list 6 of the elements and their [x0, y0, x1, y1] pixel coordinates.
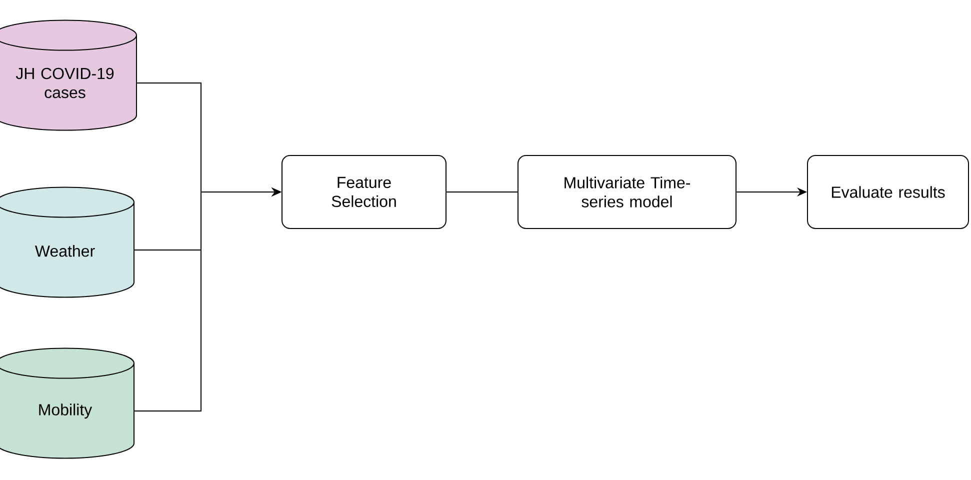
database-cylinder: Mobility: [0, 348, 134, 459]
process-box: Feature Selection: [282, 155, 446, 229]
process-box: Multivariate Time-series model: [518, 155, 736, 229]
database-cylinder: JH COVID-19 cases: [0, 20, 137, 131]
process-box: Evaluate results: [807, 155, 969, 229]
database-cylinder: Weather: [0, 186, 134, 298]
